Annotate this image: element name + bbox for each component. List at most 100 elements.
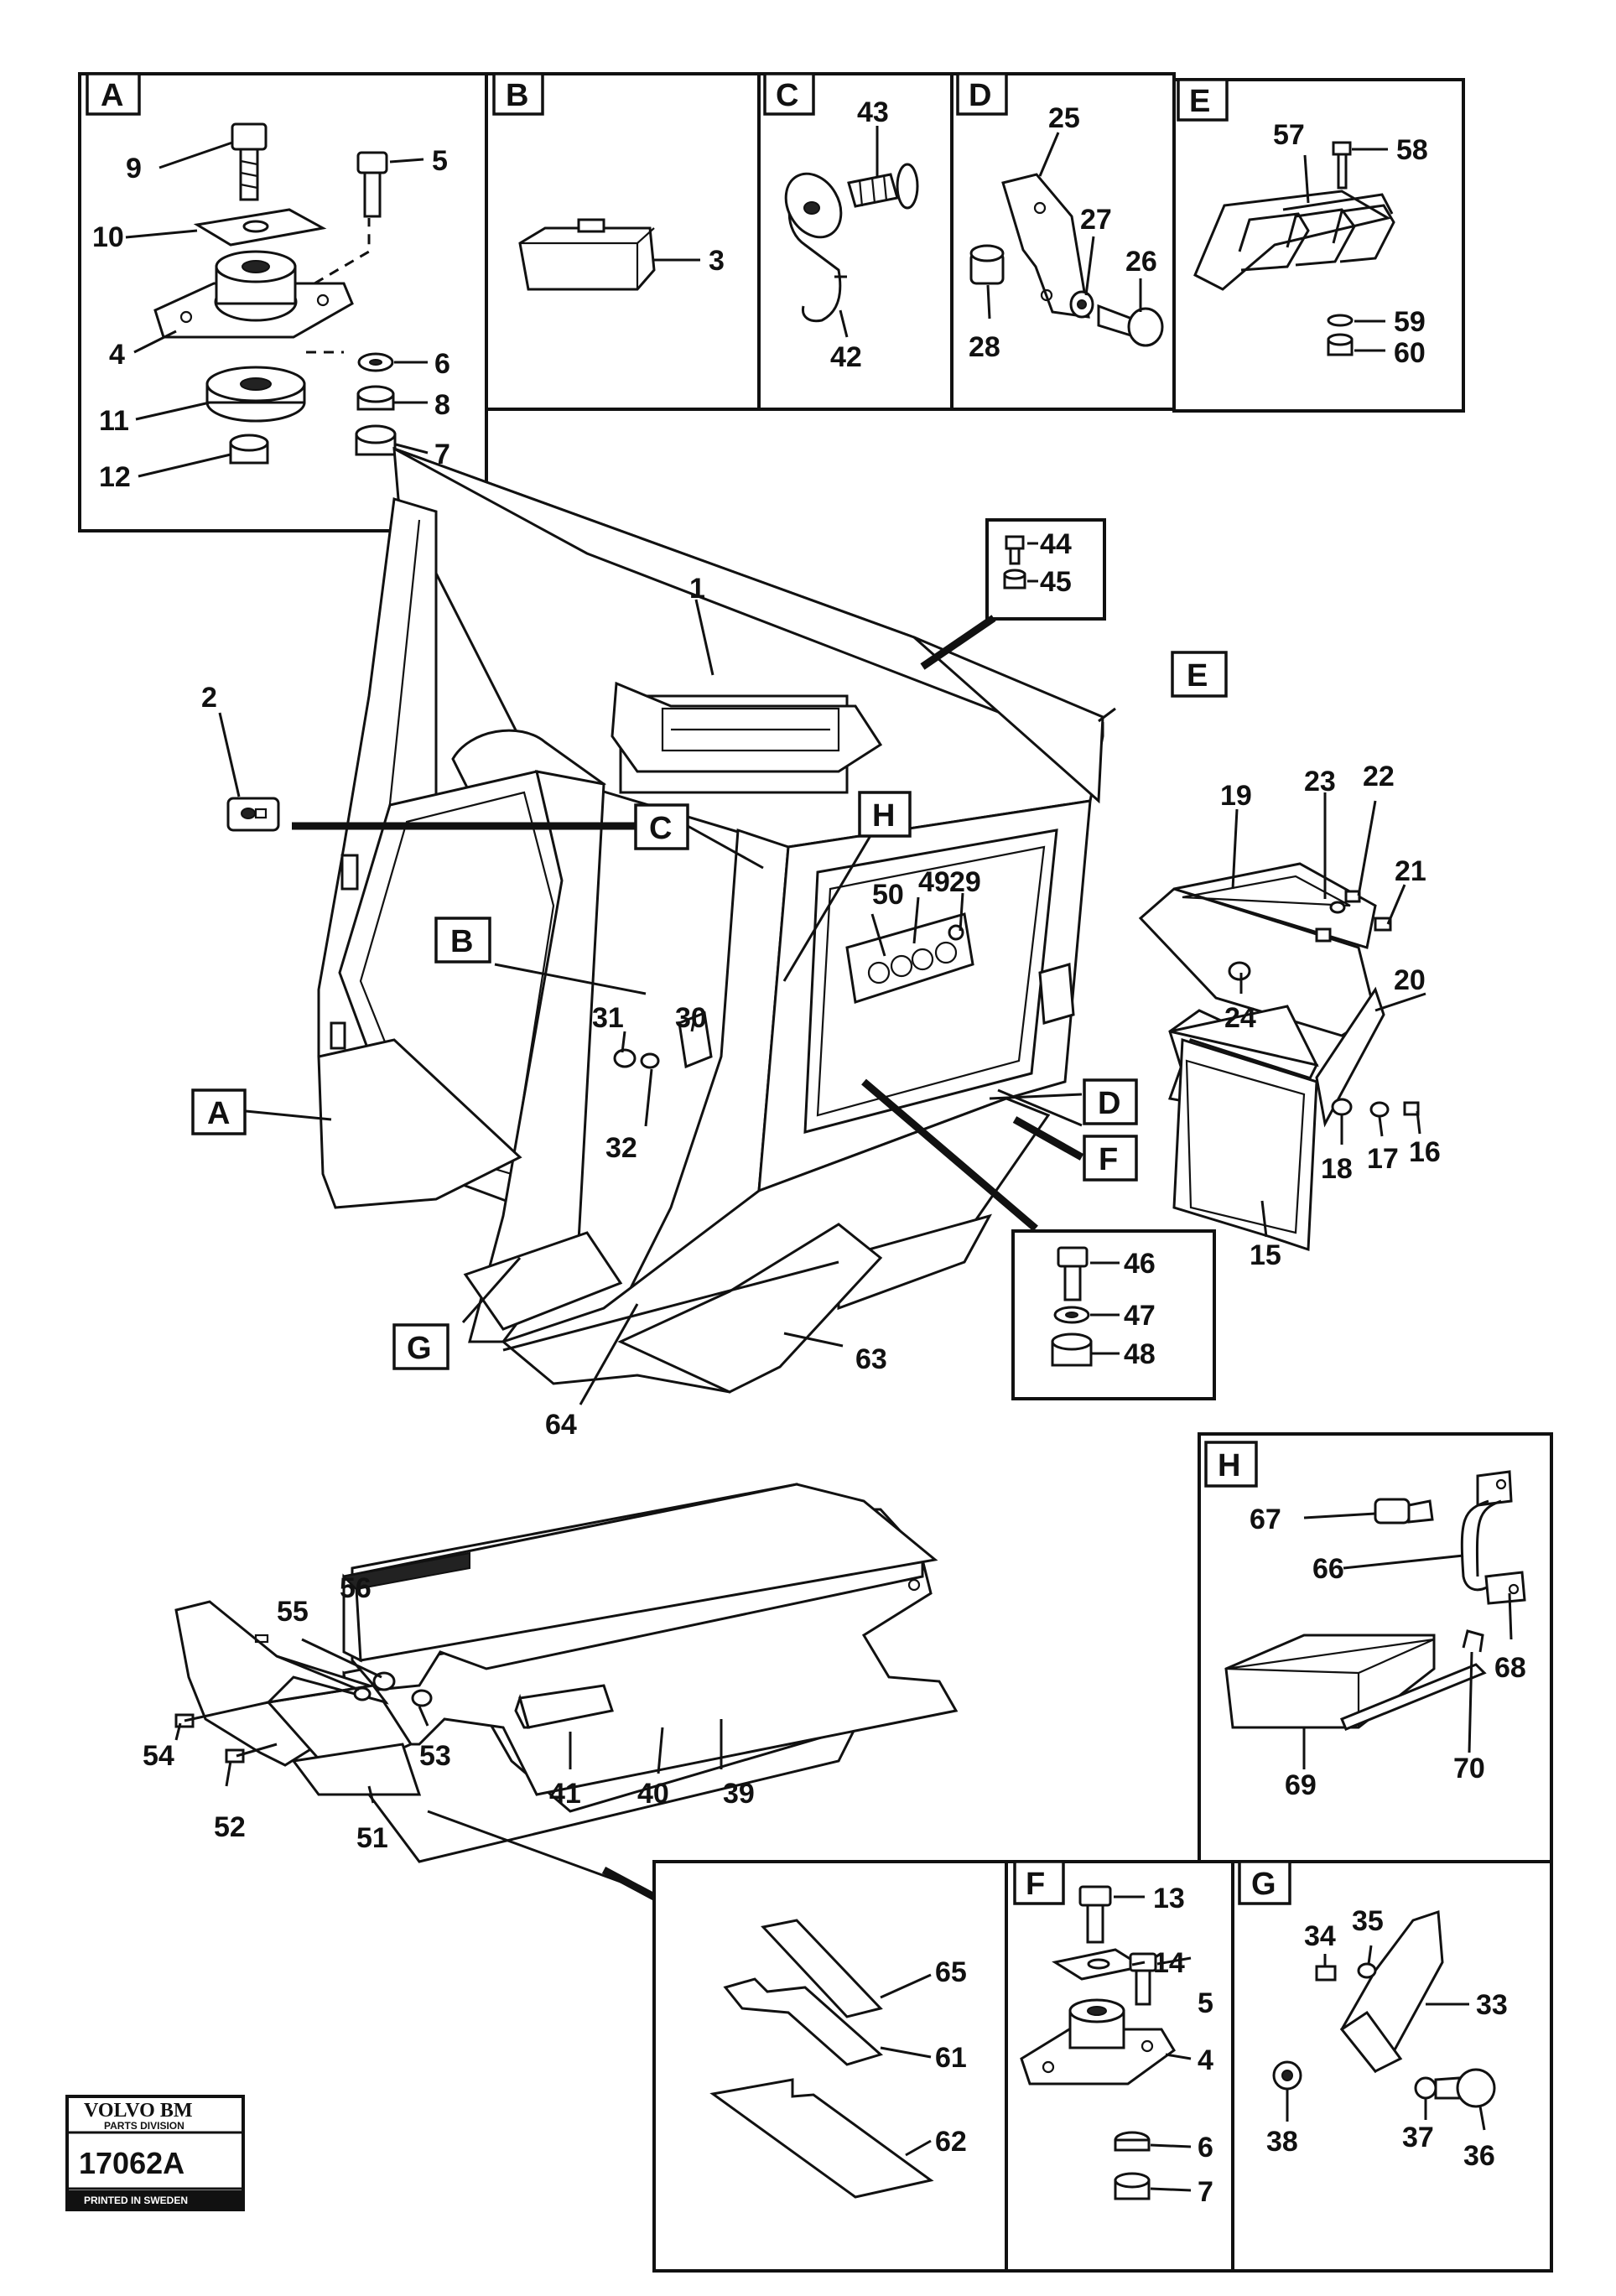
main-label-f: F	[1099, 1142, 1118, 1177]
logo-brand: VOLVO BM	[84, 2100, 193, 2122]
callout-60: 60	[1394, 337, 1426, 369]
volvo-bm-logo: VOLVO BM PARTS DIVISION 17062A PRINTED I…	[65, 2095, 245, 2211]
callout-12: 12	[99, 461, 131, 493]
callout-22: 22	[1363, 761, 1395, 792]
callout-8: 8	[434, 389, 450, 421]
detail-frame-c: C 43 42	[757, 72, 953, 411]
callout-40: 40	[637, 1778, 669, 1810]
callout-57: 57	[1273, 119, 1305, 151]
callout-20: 20	[1394, 964, 1426, 996]
detail-small-46-48: 46 47 48	[1011, 1229, 1216, 1400]
detail-label-d: D	[969, 78, 991, 113]
callout-39: 39	[723, 1778, 755, 1810]
detail-small-44-45: 44 45	[985, 518, 1106, 621]
callout-70: 70	[1453, 1753, 1485, 1784]
callout-28: 28	[969, 331, 1000, 363]
logo-division: PARTS DIVISION	[104, 2120, 184, 2132]
callout-44: 44	[1040, 528, 1072, 560]
callout-62: 62	[935, 2126, 967, 2158]
callout-47: 47	[1124, 1300, 1156, 1332]
callout-61: 61	[935, 2042, 967, 2074]
callout-27: 27	[1080, 204, 1112, 236]
callout-63: 63	[855, 1343, 887, 1375]
detail-label-e: E	[1189, 84, 1210, 119]
callout-18: 18	[1321, 1153, 1353, 1185]
detail-frame-f: F 13 14 5 4 6 7	[1005, 1860, 1234, 2273]
callout-59: 59	[1394, 306, 1426, 338]
callout-1: 1	[689, 573, 705, 605]
callout-36: 36	[1463, 2140, 1495, 2172]
callout-2: 2	[201, 682, 217, 714]
detail-label-b: B	[506, 78, 528, 113]
callout-58: 58	[1396, 134, 1428, 166]
callout-26: 26	[1125, 246, 1157, 278]
callout-6: 6	[434, 348, 450, 380]
callout-5: 5	[432, 145, 448, 177]
detail-label-f: F	[1026, 1867, 1045, 1902]
callout-48: 48	[1124, 1338, 1156, 1370]
callout-43: 43	[857, 96, 889, 128]
callout-53: 53	[419, 1740, 451, 1772]
callout-31: 31	[592, 1002, 624, 1034]
callout-49: 49	[918, 866, 950, 898]
detail-frame-b: B 3	[485, 72, 761, 411]
detail-label-h-frame: H	[1218, 1448, 1240, 1483]
callout-13: 13	[1153, 1883, 1185, 1914]
detail-label-c: C	[776, 78, 798, 113]
callout-56: 56	[340, 1572, 372, 1604]
detail-frame-g: G 34 35 33 38 37 36	[1231, 1860, 1553, 2273]
main-label-h: H	[872, 798, 895, 834]
callout-38: 38	[1266, 2126, 1298, 2158]
callout-64: 64	[545, 1409, 577, 1441]
callout-4: 4	[109, 339, 125, 371]
callout-9: 9	[126, 153, 142, 184]
callout-66: 66	[1312, 1553, 1344, 1585]
callout-15: 15	[1250, 1239, 1281, 1271]
main-label-a: A	[207, 1096, 230, 1131]
callout-23: 23	[1304, 766, 1336, 797]
main-label-c: C	[649, 811, 672, 846]
cab-frame	[218, 446, 1116, 1405]
callout-16: 16	[1409, 1136, 1441, 1168]
callout-65: 65	[935, 1956, 967, 1988]
callout-34: 34	[1304, 1920, 1336, 1952]
callout-5b: 5	[1198, 1987, 1213, 2019]
callout-11: 11	[99, 405, 129, 437]
callout-24: 24	[1224, 1002, 1256, 1034]
bracket-51: 55 56 54 53 52 51	[143, 1572, 657, 1900]
callout-7: 7	[434, 439, 450, 470]
callout-17: 17	[1367, 1143, 1399, 1175]
callout-54: 54	[143, 1740, 174, 1772]
main-label-b: B	[450, 924, 473, 959]
callout-19: 19	[1220, 780, 1252, 812]
main-callouts: 1 2 29 49 50 31 30 32 63 64	[201, 573, 981, 1441]
detail-label-a: A	[101, 78, 123, 113]
detail-frame-h: H 67 66 68 69 70	[1198, 1432, 1553, 1863]
callout-25: 25	[1048, 102, 1080, 134]
detail-frame-e: E 57 58 59 60	[1172, 78, 1465, 413]
callout-10: 10	[92, 221, 124, 253]
callout-50: 50	[872, 879, 904, 911]
floor-plates: 41 40 39	[341, 1483, 959, 1863]
callout-41: 41	[549, 1778, 581, 1810]
detail-label-g: G	[1251, 1867, 1276, 1902]
callout-68: 68	[1494, 1652, 1526, 1684]
callout-55: 55	[277, 1596, 309, 1628]
callout-37: 37	[1402, 2122, 1434, 2153]
air-duct-assembly: 19 23 22 21 20 24 16 17 18 15	[1138, 761, 1441, 1271]
callout-33: 33	[1476, 1989, 1508, 2021]
callout-4b: 4	[1198, 2044, 1213, 2076]
detail-frame-d: D 25 27 26 28	[950, 72, 1176, 411]
callout-52: 52	[214, 1811, 246, 1843]
callout-3: 3	[709, 245, 725, 277]
callout-29: 29	[949, 866, 981, 898]
callout-42: 42	[830, 341, 862, 373]
callout-21: 21	[1395, 855, 1426, 887]
callout-45: 45	[1040, 566, 1072, 598]
logo-printed: PRINTED IN SWEDEN	[84, 2195, 188, 2206]
callout-30: 30	[675, 1002, 707, 1034]
detail-frame-plates: 65 61 62	[652, 1860, 1008, 2273]
main-label-e: E	[1187, 658, 1208, 693]
callout-67: 67	[1250, 1504, 1281, 1535]
